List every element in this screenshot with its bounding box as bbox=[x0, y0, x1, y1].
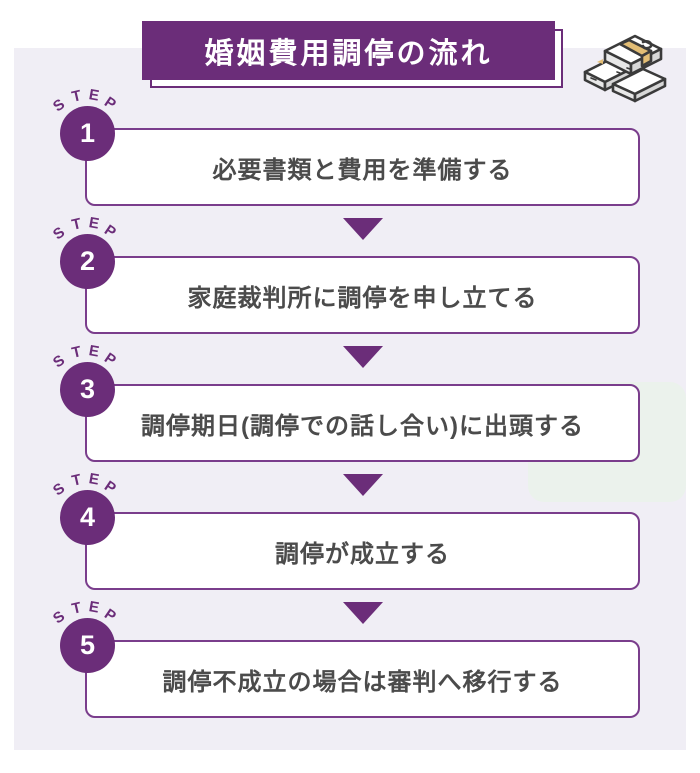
down-arrow-icon bbox=[343, 218, 383, 240]
step-arc-letter: E bbox=[87, 342, 101, 361]
step-3-box: 調停期日(調停での話し合い)に出頭する bbox=[85, 384, 640, 462]
step-4-number-badge: 4 bbox=[60, 490, 115, 545]
step-arc-letter: S bbox=[49, 223, 69, 244]
step-5-number-badge: 5 bbox=[60, 618, 115, 673]
step-5-box: 調停不成立の場合は審判へ移行する bbox=[85, 640, 640, 718]
step-arc-letter: S bbox=[49, 479, 69, 500]
step-arc-letter: T bbox=[70, 215, 83, 234]
step-arc-letter: S bbox=[49, 351, 69, 372]
step-arc-letter: T bbox=[70, 599, 83, 618]
step-arc-letter: S bbox=[49, 607, 69, 628]
title-banner: 婚姻費用調停の流れ bbox=[142, 21, 563, 88]
step-4-box: 調停が成立する bbox=[85, 512, 640, 590]
step-2-number-badge: 2 bbox=[60, 234, 115, 289]
step-arc-letter: T bbox=[70, 343, 83, 362]
down-arrow-icon bbox=[343, 346, 383, 368]
down-arrow-icon bbox=[343, 602, 383, 624]
step-3-number-badge: 3 bbox=[60, 362, 115, 417]
money-stack-icon bbox=[583, 34, 667, 103]
step-arc-letter: S bbox=[49, 95, 69, 116]
step-2-box: 家庭裁判所に調停を申し立てる bbox=[85, 256, 640, 334]
page-title: 婚姻費用調停の流れ bbox=[142, 21, 555, 80]
step-1-number-badge: 1 bbox=[60, 106, 115, 161]
step-arc-letter: E bbox=[87, 214, 101, 233]
step-arc-letter: T bbox=[70, 471, 83, 490]
step-arc-letter: T bbox=[70, 87, 83, 106]
step-arc-letter: E bbox=[87, 598, 101, 617]
step-arc-letter: E bbox=[87, 86, 101, 105]
step-1-box: 必要書類と費用を準備する bbox=[85, 128, 640, 206]
down-arrow-icon bbox=[343, 474, 383, 496]
step-arc-letter: E bbox=[87, 470, 101, 489]
